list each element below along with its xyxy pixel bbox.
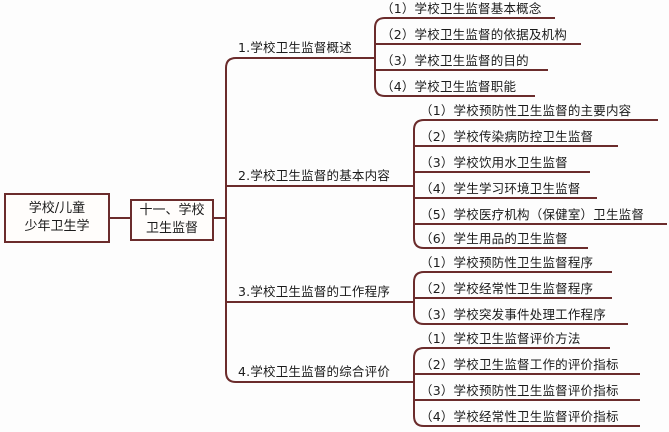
root-node: 学校/儿童 少年卫生学: [4, 193, 110, 243]
item-1-2: （2）学校卫生监督的依据及机构: [381, 27, 567, 42]
trunk-group-2: [413, 119, 425, 249]
item-1-1: （1）学校卫生监督基本概念: [381, 1, 542, 16]
item-3-2: （2）学校经常性卫生监督程序: [420, 281, 594, 296]
item-2-5: （5）学校医疗机构（保健室）卫生监督: [420, 207, 645, 222]
chapter-node: 十一、学校 卫生监督: [130, 199, 214, 241]
item-2-3: （3）学校饮用水卫生监督: [420, 155, 568, 170]
item-1-4: （4）学校卫生监督职能: [381, 79, 517, 94]
item-3-3: （3）学校突发事件处理工作程序: [420, 307, 606, 322]
item-2-2: （2）学校传染病防控卫生监督: [420, 129, 594, 144]
item-4-4: （4）学校经常性卫生监督评价指标: [420, 409, 619, 424]
item-4-3: （3）学校预防性卫生监督评价指标: [420, 383, 619, 398]
item-4-1: （1）学校卫生监督评价方法: [420, 331, 581, 346]
trunk-group-4: [413, 347, 425, 427]
item-2-6: （6）学生用品的卫生监督: [420, 231, 568, 246]
section-3-label: 3.学校卫生监督的工作程序: [238, 284, 391, 299]
item-2-4: （4）学生学习环境卫生监督: [420, 181, 581, 196]
item-3-1: （1）学校预防性卫生监督程序: [420, 255, 594, 270]
item-2-1: （1）学校预防性卫生监督的主要内容: [420, 103, 632, 118]
item-4-2: （2）学校卫生监督工作的评价指标: [420, 357, 619, 372]
section-1-label: 1.学校卫生监督概述: [238, 40, 352, 55]
trunk-sections: [225, 57, 237, 383]
item-1-3: （3）学校卫生监督的目的: [381, 53, 529, 68]
section-4-label: 4.学校卫生监督的综合评价: [238, 364, 391, 379]
trunk-group-1: [374, 17, 386, 97]
section-2-label: 2.学校卫生监督的基本内容: [238, 168, 391, 183]
